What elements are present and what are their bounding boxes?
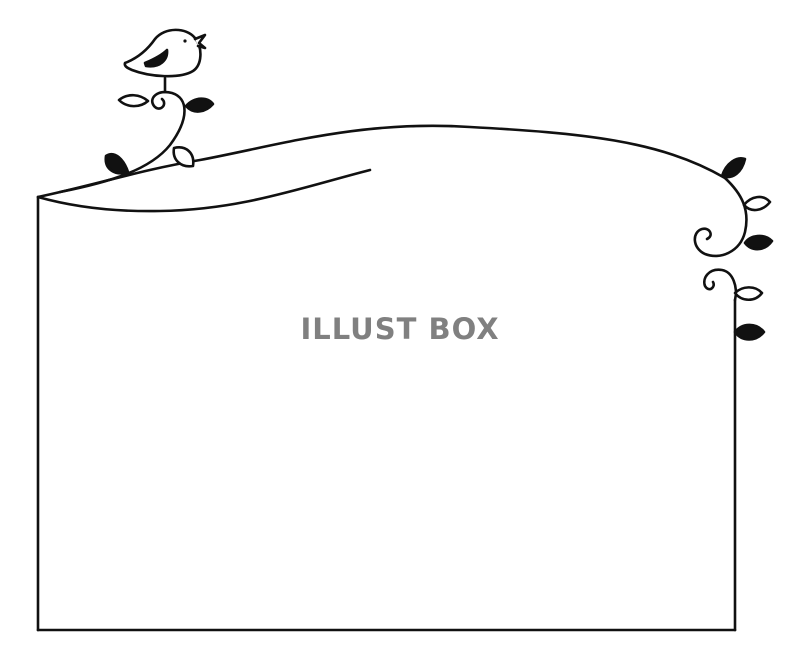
bird-eye	[183, 39, 187, 43]
leaf-right-outline-low	[733, 286, 764, 302]
leaf-right-solid-low	[733, 323, 766, 341]
leaf-right-solid-mid	[743, 234, 774, 251]
right-vine	[693, 157, 774, 341]
left-vine-stem	[58, 90, 186, 194]
left-vine	[58, 28, 215, 194]
leaf-left-solid-low	[104, 152, 130, 175]
right-vine-stem-lower	[703, 268, 738, 302]
leaf-left-solid-top	[184, 97, 215, 113]
frame-top-underside	[36, 168, 372, 213]
leaf-left-outline-top	[117, 93, 150, 108]
bird-beak	[193, 33, 207, 50]
frame-border	[36, 124, 737, 632]
leaf-left-outline-low	[172, 146, 195, 168]
bird-wing	[143, 48, 169, 68]
leaf-right-solid-top	[720, 157, 747, 179]
right-vine-stem-upper	[693, 176, 748, 258]
bird-icon	[123, 28, 207, 78]
leaf-right-outline-top	[742, 195, 772, 212]
frame-top-wave	[36, 124, 727, 199]
